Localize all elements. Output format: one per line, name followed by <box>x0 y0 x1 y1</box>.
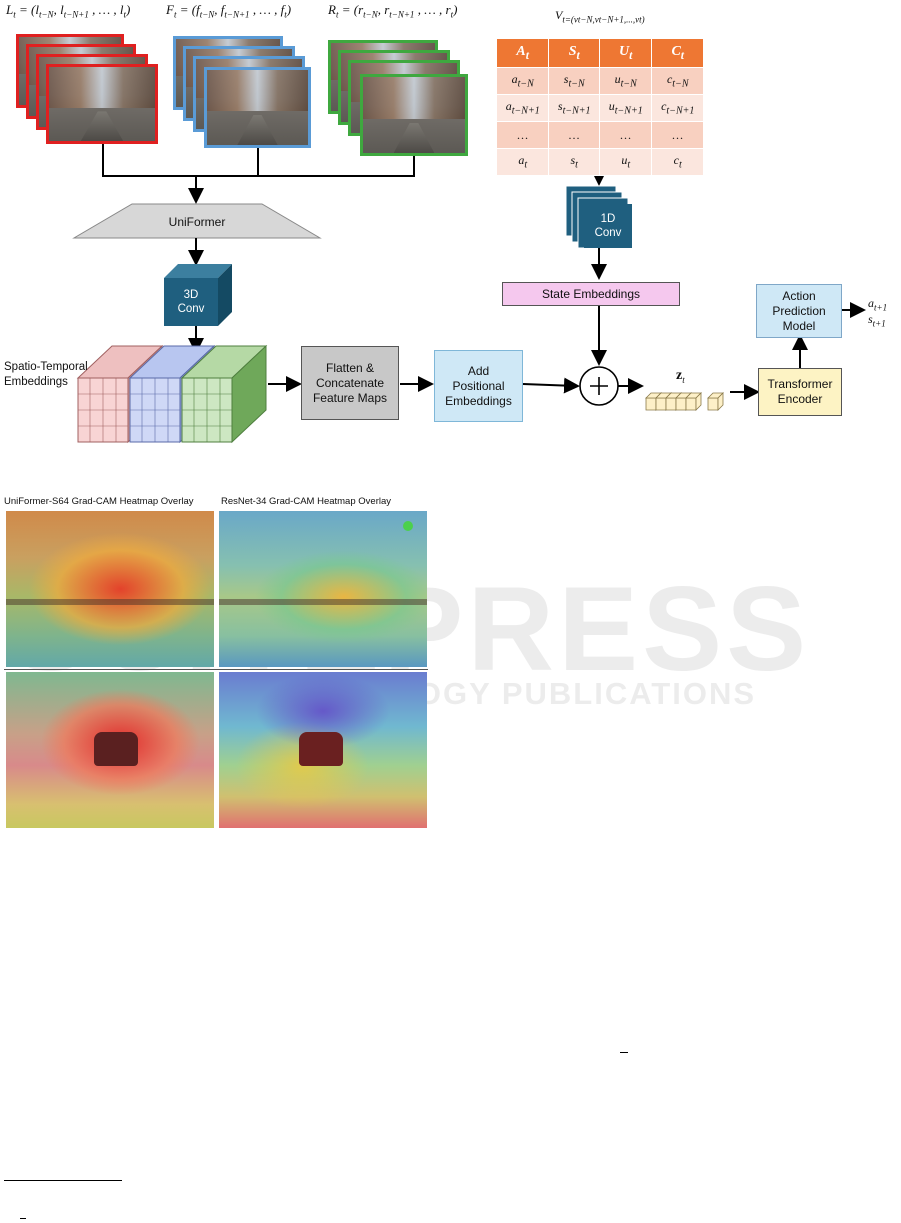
uniformer-label: UniFormer <box>168 214 226 229</box>
heatmap-uniformer-top <box>6 511 214 667</box>
connector-horizontal <box>102 175 415 177</box>
table-row: … … … … <box>495 121 704 149</box>
equation-left: Lt = (lt−N, lt−N+1 , … , lt) <box>6 2 131 20</box>
connector-front-down <box>257 148 259 176</box>
state-table: At St Ut Ct at−N st−N ut−N ct−N at−N+1 s… <box>495 38 704 176</box>
output-a: at+1 <box>868 296 888 313</box>
table-header: St <box>548 38 601 68</box>
table-row: at−N+1 st−N+1 ut−N+1 ct−N+1 <box>495 94 704 122</box>
output-s: st+1 <box>868 312 886 329</box>
table-header: Ct <box>651 38 704 68</box>
equation-right: Rt = (rt−N, rt−N+1 , … , rt) <box>328 2 458 20</box>
diagram-shapes <box>72 156 866 444</box>
state-embeddings-box: State Embeddings <box>502 282 680 306</box>
heatmap-label-resnet: ResNet-34 Grad-CAM Heatmap Overlay <box>221 496 391 507</box>
grid-blue <box>130 378 180 442</box>
equation-front: Ft = (ft−N, ft−N+1 , … , ft) <box>166 2 292 20</box>
small-dash-1 <box>620 1052 628 1053</box>
small-dash-2 <box>20 1218 26 1219</box>
uniformer-trapezoid <box>72 203 322 239</box>
table-row: at st ut ct <box>495 148 704 176</box>
conv3d-cube <box>164 264 232 326</box>
heatmap-uniformer-bottom <box>6 672 214 828</box>
arrow-to-plus <box>522 377 580 394</box>
heatmap-divider <box>4 669 428 670</box>
table-row: at−N st−N ut−N ct−N <box>495 67 704 95</box>
heatmap-label-uniformer: UniFormer-S64 Grad-CAM Heatmap Overlay <box>4 496 194 507</box>
footnote-rule <box>4 1180 122 1181</box>
conv1d-stack <box>565 185 632 249</box>
heatmap-resnet-bottom <box>219 672 427 828</box>
connector-left-down <box>102 144 104 176</box>
grid-pink <box>78 378 128 442</box>
table-header: Ut <box>599 38 653 68</box>
equation-vehicle: Vt=(vt−N,vt−N+1,...,vt) <box>555 8 645 25</box>
heatmap-resnet-top <box>219 511 427 667</box>
connector-right-down <box>413 156 415 176</box>
table-header: At <box>495 38 550 68</box>
zt-label: zt <box>676 368 685 385</box>
token-sequence <box>645 392 724 411</box>
grid-green <box>182 378 232 442</box>
